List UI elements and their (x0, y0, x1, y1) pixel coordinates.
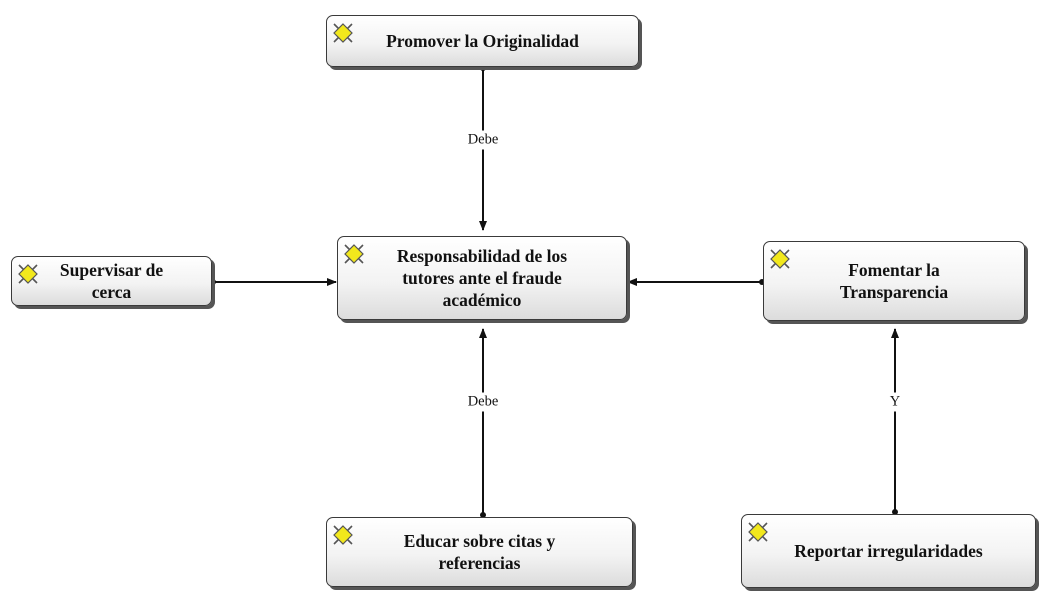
node-reportar-irregularidades[interactable]: Reportar irregularidades (741, 514, 1036, 588)
link-educar-to-central (479, 328, 487, 518)
concept-diamond-icon (333, 525, 353, 545)
concept-diamond-icon (344, 244, 364, 264)
node-central-responsabilidad[interactable]: Responsabilidad de los tutores ante el f… (337, 236, 627, 320)
node-label: Promover la Originalidad (386, 31, 579, 51)
link-supervisar-to-central (210, 278, 337, 286)
concept-diamond-icon (333, 23, 353, 43)
link-label-educar: Debe (464, 392, 502, 412)
node-fomentar-transparencia[interactable]: Fomentar la Transparencia (763, 241, 1025, 321)
node-label: Responsabilidad de los tutores ante el f… (396, 246, 568, 310)
link-reportar-to-fomentar (891, 328, 899, 515)
concept-diamond-icon (770, 249, 790, 269)
link-label-promover: Debe (464, 130, 502, 150)
link-label-reportar: Y (886, 392, 904, 412)
node-label: Reportar irregularidades (794, 541, 983, 561)
node-label: Fomentar la Transparencia (839, 260, 949, 302)
node-label: Supervisar de cerca (59, 260, 164, 302)
concept-diamond-icon (748, 522, 768, 542)
link-fomentar-to-central (627, 278, 765, 286)
node-supervisar-cerca[interactable]: Supervisar de cerca (11, 256, 212, 306)
node-promover-originalidad[interactable]: Promover la Originalidad (326, 15, 639, 67)
concept-diamond-icon (18, 264, 38, 284)
node-label: Educar sobre citas y referencias (403, 531, 556, 573)
node-educar-citas[interactable]: Educar sobre citas y referencias (326, 517, 633, 587)
